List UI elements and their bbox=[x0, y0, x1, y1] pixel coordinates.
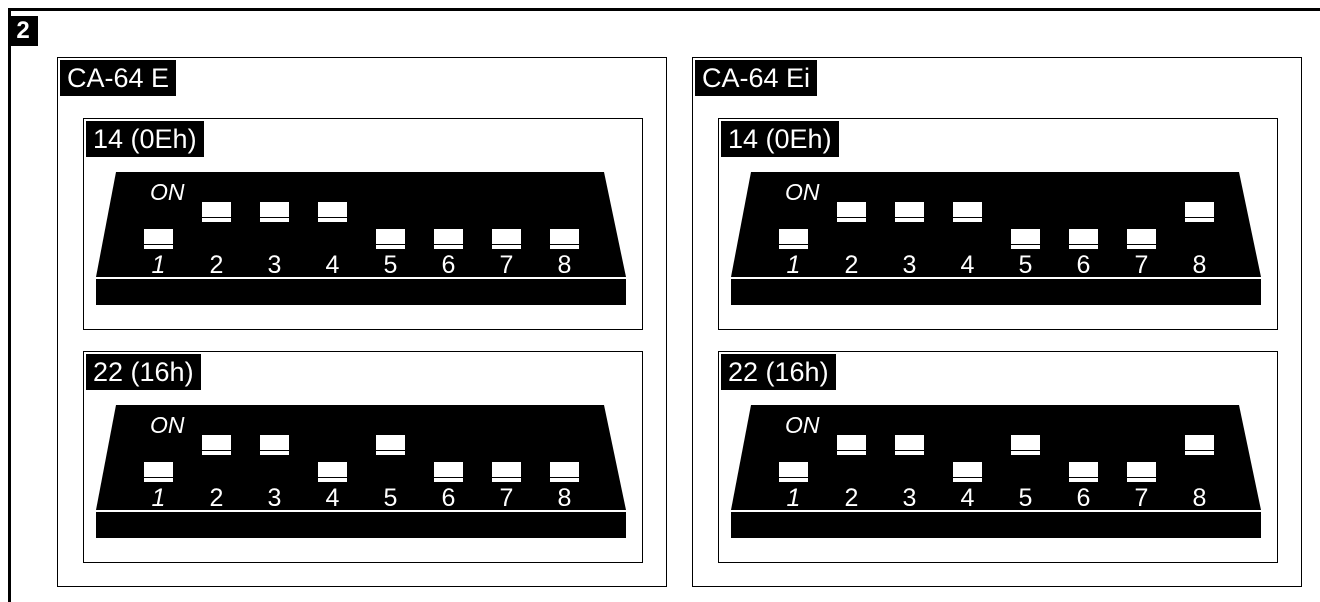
dip-body bbox=[96, 405, 626, 510]
dip-switch-5 bbox=[376, 435, 405, 455]
dip-switch-1 bbox=[144, 462, 173, 482]
switch-number-1: 1 bbox=[787, 251, 801, 279]
dip-switch-4 bbox=[318, 202, 347, 222]
switch-number-2: 2 bbox=[210, 484, 224, 512]
dip-panel-ca64ei-address14: 14 (0Eh) ON 1 2 3 4 5 6 7 8 bbox=[718, 118, 1278, 330]
dip-switch-2 bbox=[202, 435, 231, 455]
dip-base bbox=[96, 512, 626, 538]
on-label: ON bbox=[150, 179, 185, 205]
switch-number-5: 5 bbox=[384, 251, 398, 279]
dip-switch-block: ON 1 2 3 4 5 6 7 8 bbox=[96, 405, 626, 538]
figure-frame bbox=[8, 8, 1320, 602]
switch-number-4: 4 bbox=[326, 251, 340, 279]
dip-switch-8 bbox=[1185, 202, 1214, 222]
dip-switch-7 bbox=[1127, 229, 1156, 249]
dip-switch-block: ON 1 2 3 4 5 6 7 8 bbox=[731, 172, 1261, 305]
dip-switch-1 bbox=[779, 229, 808, 249]
dip-switch-3 bbox=[895, 435, 924, 455]
group-ca64ei: CA-64 Ei 14 (0Eh) ON 1 2 3 4 5 6 7 8 22 (16h) ON… bbox=[692, 57, 1302, 587]
dip-switch-4 bbox=[953, 202, 982, 222]
switch-number-6: 6 bbox=[1077, 484, 1091, 512]
dip-base bbox=[731, 279, 1261, 305]
dip-body bbox=[96, 172, 626, 277]
switch-number-4: 4 bbox=[961, 484, 975, 512]
dip-body bbox=[731, 172, 1261, 277]
dip-switch-5 bbox=[1011, 435, 1040, 455]
switch-number-7: 7 bbox=[1135, 251, 1149, 279]
dip-switch-8 bbox=[1185, 435, 1214, 455]
dip-switch-7 bbox=[492, 462, 521, 482]
switch-number-8: 8 bbox=[1193, 251, 1207, 279]
dip-switch-block: ON 1 2 3 4 5 6 7 8 bbox=[731, 405, 1261, 538]
dip-panel-ca64e-address22: 22 (16h) ON 1 2 3 4 5 6 7 8 bbox=[83, 351, 643, 563]
switch-number-8: 8 bbox=[558, 251, 572, 279]
panel-title: 22 (16h) bbox=[721, 354, 836, 390]
switch-number-3: 3 bbox=[903, 484, 917, 512]
switch-number-8: 8 bbox=[558, 484, 572, 512]
dip-base bbox=[731, 512, 1261, 538]
panel-title: 22 (16h) bbox=[86, 354, 201, 390]
figure-number: 2 bbox=[8, 16, 38, 46]
panel-title: 14 (0Eh) bbox=[721, 121, 839, 157]
dip-switch-2 bbox=[202, 202, 231, 222]
dip-switch-7 bbox=[1127, 462, 1156, 482]
on-label: ON bbox=[150, 412, 185, 438]
switch-number-3: 3 bbox=[268, 484, 282, 512]
switch-number-2: 2 bbox=[845, 251, 859, 279]
dip-switch-5 bbox=[376, 229, 405, 249]
dip-switch-3 bbox=[260, 435, 289, 455]
switch-number-5: 5 bbox=[1019, 251, 1033, 279]
dip-base bbox=[96, 279, 626, 305]
on-label: ON bbox=[785, 412, 820, 438]
switch-number-6: 6 bbox=[442, 251, 456, 279]
dip-switch-2 bbox=[837, 435, 866, 455]
dip-switch-7 bbox=[492, 229, 521, 249]
switch-number-7: 7 bbox=[500, 251, 514, 279]
dip-switch-6 bbox=[434, 229, 463, 249]
dip-switch-6 bbox=[1069, 229, 1098, 249]
group-title: CA-64 E bbox=[60, 60, 177, 96]
dip-panel-ca64ei-address22: 22 (16h) ON 1 2 3 4 5 6 7 8 bbox=[718, 351, 1278, 563]
switch-number-4: 4 bbox=[326, 484, 340, 512]
switch-number-1: 1 bbox=[787, 484, 801, 512]
switch-number-5: 5 bbox=[384, 484, 398, 512]
dip-switch-3 bbox=[895, 202, 924, 222]
dip-body bbox=[731, 405, 1261, 510]
dip-switch-8 bbox=[550, 229, 579, 249]
switch-number-4: 4 bbox=[961, 251, 975, 279]
panel-title: 14 (0Eh) bbox=[86, 121, 204, 157]
switch-number-7: 7 bbox=[1135, 484, 1149, 512]
dip-panel-ca64e-address14: 14 (0Eh) ON 1 2 3 4 5 6 7 8 bbox=[83, 118, 643, 330]
dip-switch-5 bbox=[1011, 229, 1040, 249]
switch-number-2: 2 bbox=[845, 484, 859, 512]
switch-number-5: 5 bbox=[1019, 484, 1033, 512]
switch-number-6: 6 bbox=[442, 484, 456, 512]
switch-number-1: 1 bbox=[152, 251, 166, 279]
switch-number-6: 6 bbox=[1077, 251, 1091, 279]
switch-number-2: 2 bbox=[210, 251, 224, 279]
dip-switch-1 bbox=[779, 462, 808, 482]
dip-switch-4 bbox=[953, 462, 982, 482]
switch-number-8: 8 bbox=[1193, 484, 1207, 512]
switch-number-3: 3 bbox=[268, 251, 282, 279]
dip-switch-2 bbox=[837, 202, 866, 222]
dip-switch-3 bbox=[260, 202, 289, 222]
dip-switch-4 bbox=[318, 462, 347, 482]
group-title: CA-64 Ei bbox=[695, 60, 818, 96]
switch-number-1: 1 bbox=[152, 484, 166, 512]
on-label: ON bbox=[785, 179, 820, 205]
dip-switch-6 bbox=[434, 462, 463, 482]
dip-switch-block: ON 1 2 3 4 5 6 7 8 bbox=[96, 172, 626, 305]
switch-number-3: 3 bbox=[903, 251, 917, 279]
switch-number-7: 7 bbox=[500, 484, 514, 512]
dip-switch-1 bbox=[144, 229, 173, 249]
dip-switch-6 bbox=[1069, 462, 1098, 482]
dip-switch-8 bbox=[550, 462, 579, 482]
